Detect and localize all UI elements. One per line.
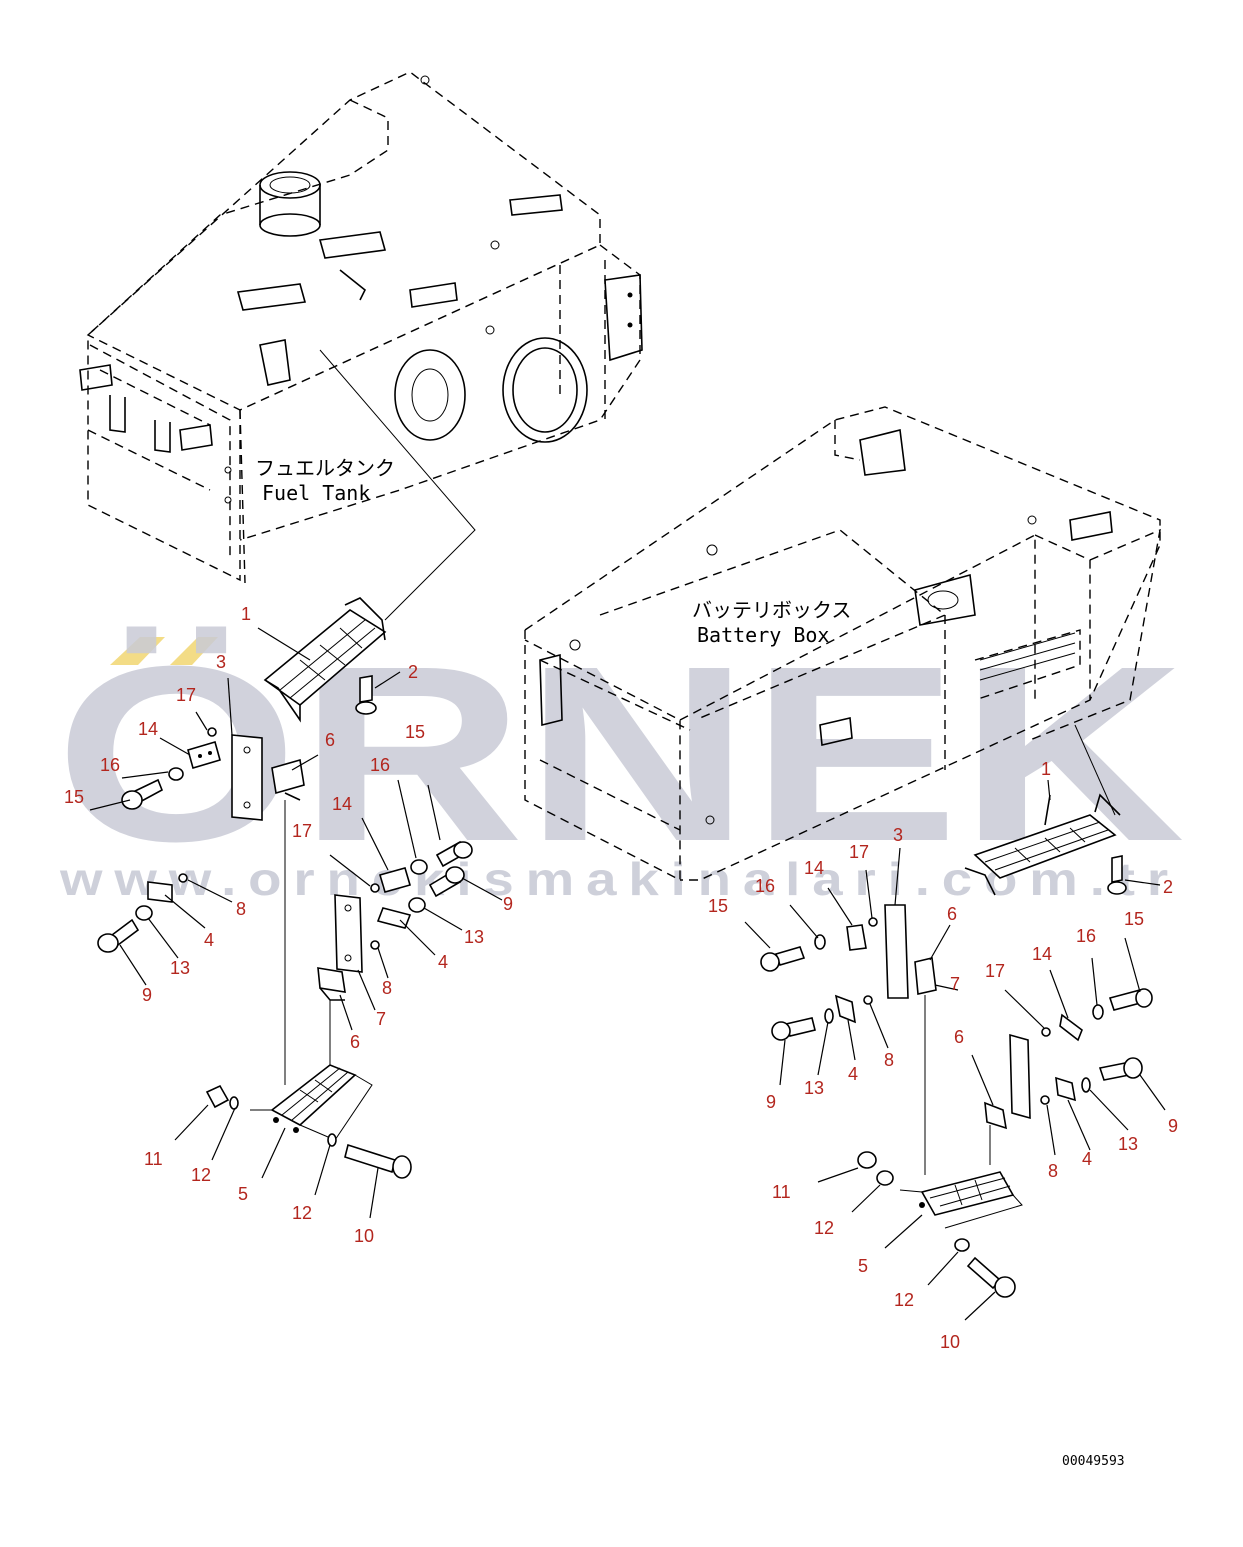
- callout-right-16a: 16: [755, 876, 775, 896]
- fuel-tank-label-en: Fuel Tank: [262, 481, 370, 505]
- callout-right-5: 5: [858, 1256, 868, 1276]
- callout-left-13a: 13: [170, 958, 190, 978]
- fuel-tank-drawing: フュエルタンク Fuel Tank: [79, 71, 643, 621]
- battery-box-drawing: バッテリボックス Battery Box: [524, 406, 1161, 882]
- callout-right-15b: 15: [1124, 909, 1144, 929]
- left-parts-group: [97, 597, 473, 1179]
- callout-right-9b: 9: [1168, 1116, 1178, 1136]
- step-bracket-right-upper: [973, 814, 1117, 879]
- callout-left-12b: 12: [292, 1203, 312, 1223]
- callout-right-8b: 8: [1048, 1161, 1058, 1181]
- watermark-accent-right: [170, 637, 218, 665]
- callout-left-8a: 8: [236, 899, 246, 919]
- watermark-accent-left: [110, 637, 165, 665]
- spacer-plate-lower: [334, 894, 363, 973]
- callout-left-14a: 14: [138, 719, 158, 739]
- right-callouts: 1 2 3 17 14 16 15 6 7 15 16 14 17 9 13 4…: [708, 759, 1178, 1352]
- callout-left-16b: 16: [370, 755, 390, 775]
- callout-left-5: 5: [238, 1184, 248, 1204]
- callout-right-1: 1: [1041, 759, 1051, 779]
- callout-right-6a: 6: [947, 904, 957, 924]
- callout-right-16b: 16: [1076, 926, 1096, 946]
- callout-right-17b: 17: [985, 961, 1005, 981]
- callout-left-13b: 13: [464, 927, 484, 947]
- callout-left-15a: 15: [64, 787, 84, 807]
- step-bracket-right-lower: [920, 1171, 1015, 1216]
- callout-right-8a: 8: [884, 1050, 894, 1070]
- callout-right-14a: 14: [804, 858, 824, 878]
- callout-right-13a: 13: [804, 1078, 824, 1098]
- callout-left-4b: 4: [438, 952, 448, 972]
- callout-left-2: 2: [408, 662, 418, 682]
- callout-left-6b: 6: [350, 1032, 360, 1052]
- callout-left-12a: 12: [191, 1165, 211, 1185]
- callout-right-4a: 4: [848, 1064, 858, 1084]
- callout-left-9b: 9: [503, 894, 513, 914]
- callout-right-14b: 14: [1032, 944, 1052, 964]
- callout-right-12a: 12: [814, 1218, 834, 1238]
- callout-left-15b: 15: [405, 722, 425, 742]
- callout-right-12b: 12: [894, 1290, 914, 1310]
- drawing-code: 00049593: [1062, 1454, 1125, 1469]
- callout-left-1: 1: [241, 604, 251, 624]
- callout-right-13b: 13: [1118, 1134, 1138, 1154]
- callout-left-7: 7: [376, 1009, 386, 1029]
- right-parts-group: [760, 793, 1153, 1298]
- callout-left-14b: 14: [332, 794, 352, 814]
- callout-left-11: 11: [144, 1149, 163, 1169]
- callout-right-4b: 4: [1082, 1149, 1092, 1169]
- callout-right-6b: 6: [954, 1027, 964, 1047]
- step-bracket-lower: [270, 1064, 357, 1126]
- callout-left-10: 10: [354, 1226, 374, 1246]
- left-callouts: 1 2 3 17 14 16 15 6 15 16 14 17 8 4 13 9…: [64, 604, 513, 1246]
- callout-left-9a: 9: [142, 985, 152, 1005]
- callout-right-9a: 9: [766, 1092, 776, 1112]
- spacer-plate-upper: [231, 734, 263, 821]
- callout-left-17a: 17: [176, 685, 196, 705]
- callout-right-3: 3: [893, 825, 903, 845]
- callout-right-11: 11: [772, 1182, 791, 1202]
- fuel-tank-label-jp: フュエルタンク: [255, 456, 395, 480]
- callout-right-7: 7: [950, 974, 960, 994]
- callout-right-15a: 15: [708, 896, 728, 916]
- battery-box-label-en: Battery Box: [697, 623, 829, 647]
- callout-left-3: 3: [216, 652, 226, 672]
- callout-left-4a: 4: [204, 930, 214, 950]
- callout-left-6a: 6: [325, 730, 335, 750]
- callout-right-2: 2: [1163, 877, 1173, 897]
- callout-right-17a: 17: [849, 842, 869, 862]
- callout-left-16a: 16: [100, 755, 120, 775]
- step-bracket-upper: [263, 609, 387, 707]
- leader-lines: [89, 627, 1166, 1321]
- callout-left-17b: 17: [292, 821, 312, 841]
- callout-left-8b: 8: [382, 978, 392, 998]
- battery-box-label-jp: バッテリボックス: [692, 598, 851, 622]
- callout-right-10: 10: [940, 1332, 960, 1352]
